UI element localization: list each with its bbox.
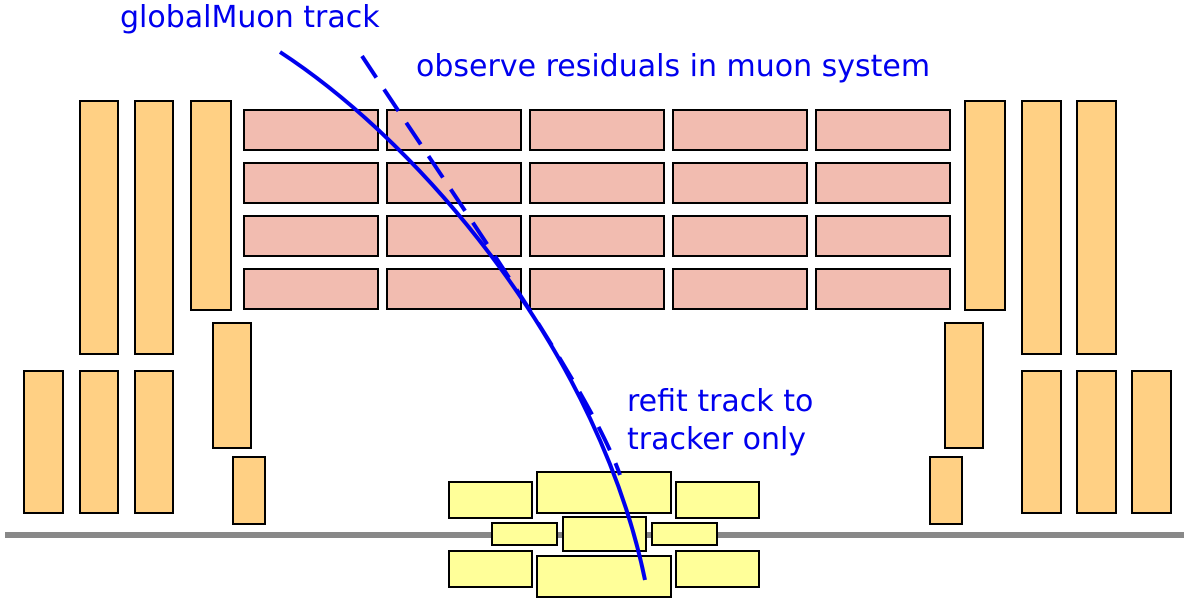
yoke-bar <box>1131 370 1172 514</box>
muon-chamber <box>243 215 379 257</box>
yoke-bar <box>23 370 64 514</box>
yoke-bar <box>134 370 174 514</box>
yoke-bar <box>929 456 963 525</box>
muon-chamber <box>672 215 808 257</box>
muon-chamber <box>243 162 379 204</box>
yoke-bar <box>190 100 232 311</box>
label-residuals: observe residuals in muon system <box>416 49 930 84</box>
inner-block <box>675 481 760 519</box>
inner-block <box>651 522 718 546</box>
yoke-bar <box>212 322 252 449</box>
yoke-bar <box>1076 370 1117 514</box>
inner-block <box>448 550 533 588</box>
muon-chamber <box>386 215 522 257</box>
yoke-bar <box>134 100 174 355</box>
left-yoke <box>23 100 266 525</box>
muon-chamber <box>672 268 808 310</box>
yoke-bar <box>1021 370 1062 514</box>
inner-block <box>448 481 533 519</box>
muon-chamber <box>243 109 379 151</box>
muon-chamber <box>815 162 951 204</box>
refit-track-dashed <box>360 54 622 476</box>
muon-chamber <box>386 268 522 310</box>
inner-detector <box>448 471 760 598</box>
muon-chamber <box>529 268 665 310</box>
label-refit-line2: tracker only <box>627 422 806 457</box>
label-global-track: globalMuon track <box>120 0 380 35</box>
inner-block <box>536 471 672 514</box>
muon-chamber <box>672 162 808 204</box>
muon-chamber <box>529 162 665 204</box>
yoke-bar <box>1021 100 1062 355</box>
muon-chamber <box>815 215 951 257</box>
inner-block <box>536 555 672 598</box>
inner-block <box>675 550 760 588</box>
muon-chamber <box>815 268 951 310</box>
inner-block <box>491 522 558 546</box>
muon-chamber <box>815 109 951 151</box>
right-yoke <box>929 100 1172 525</box>
muon-chamber <box>243 268 379 310</box>
yoke-bar <box>964 100 1006 311</box>
yoke-bar <box>79 370 119 514</box>
muon-chamber <box>672 109 808 151</box>
yoke-bar <box>79 100 119 355</box>
muon-chamber <box>386 109 522 151</box>
yoke-bar <box>1076 100 1117 355</box>
yoke-bar <box>232 456 266 525</box>
muon-chamber <box>529 109 665 151</box>
muon-chamber <box>529 215 665 257</box>
muon-chambers <box>243 109 951 310</box>
yoke-bar <box>944 322 984 449</box>
muon-chamber <box>386 162 522 204</box>
label-refit-line1: refit track to <box>627 384 813 419</box>
